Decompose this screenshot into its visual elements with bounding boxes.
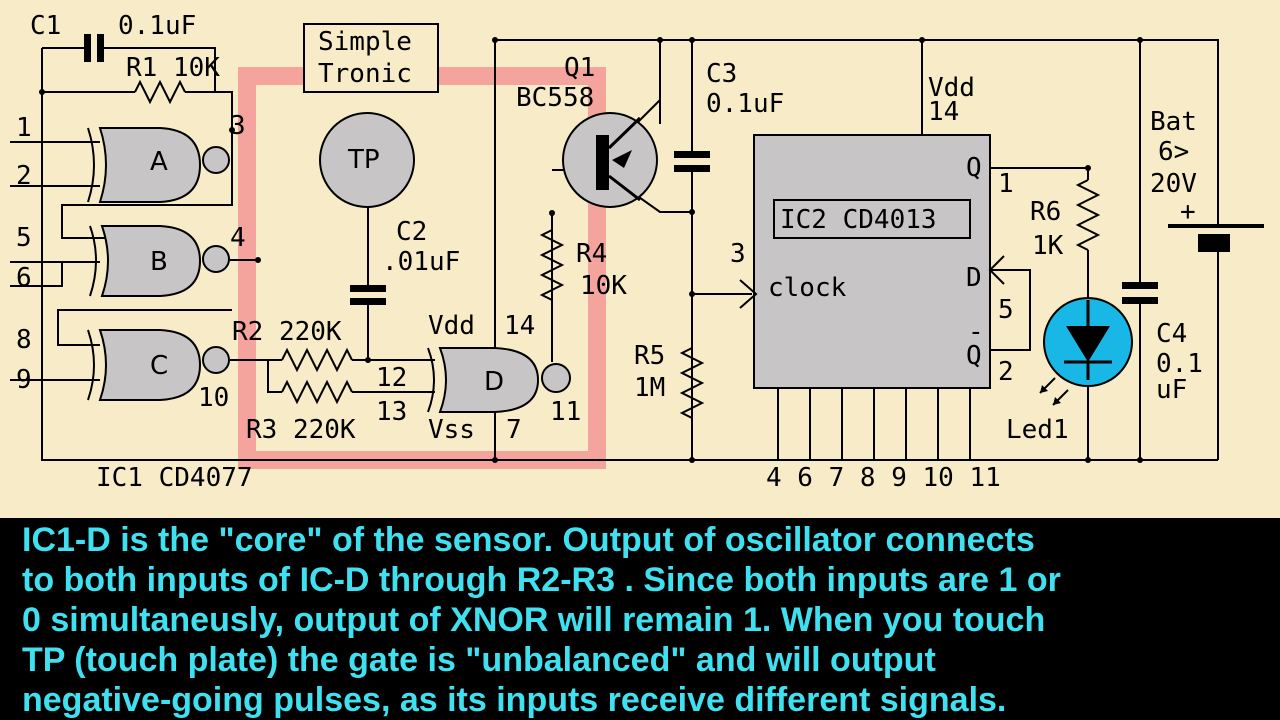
r3-resistor	[281, 379, 353, 405]
label-c1-value: 0.1uF	[118, 11, 196, 41]
label-c4-value-2: uF	[1156, 375, 1187, 405]
label-q1-part: BC558	[516, 83, 594, 113]
caption-line: TP (touch plate) the gate is "unbalanced…	[22, 641, 936, 679]
label-pin-11: 11	[550, 397, 581, 427]
label-qbar-bar: -	[968, 317, 984, 347]
q1-transistor	[562, 112, 658, 208]
label-r4: R4	[576, 239, 607, 269]
label-bat-range-2: 20V	[1150, 169, 1197, 199]
label-clock: clock	[768, 273, 847, 303]
wiring	[10, 39, 1230, 461]
label-gate-d: D	[484, 367, 504, 397]
r2-resistor	[281, 347, 353, 373]
label-clock-pin: 3	[730, 239, 746, 269]
clock-arrow	[739, 279, 758, 309]
label-pin-10: 10	[198, 383, 229, 413]
gate-b	[89, 225, 230, 297]
label-gate-a: A	[150, 147, 168, 177]
led1	[1039, 297, 1133, 406]
label-pin-9: 9	[16, 365, 32, 395]
label-tp: TP	[347, 145, 380, 175]
r1-resistor	[134, 79, 186, 105]
label-ic2-bottom-pins: 4 6 7 8 9 10 11	[766, 463, 1001, 493]
label-pin-4: 4	[230, 223, 246, 253]
label-d-pin: 5	[998, 295, 1014, 325]
caption-line: 0 simultaneusly, output of XNOR will rem…	[22, 601, 1046, 639]
label-pin-5: 5	[16, 223, 32, 253]
label-pin-1: 1	[16, 113, 32, 143]
label-vss-ic1-pin: 7	[506, 415, 522, 445]
label-c3-value: 0.1uF	[706, 89, 784, 119]
battery	[1168, 224, 1264, 252]
label-led1: Led1	[1006, 415, 1069, 445]
label-vdd-ic2-pin: 14	[928, 97, 959, 127]
label-pin-2: 2	[16, 161, 32, 191]
brand-line-2: Tronic	[318, 59, 412, 89]
label-r3: R3 220K	[246, 415, 356, 445]
label-c3: C3	[706, 59, 737, 89]
brand-line-1: Simple	[318, 27, 412, 57]
label-gate-c: C	[150, 351, 168, 381]
caption-line: IC1-D is the "core" of the sensor. Outpu…	[22, 521, 1035, 559]
label-r2: R2 220K	[232, 317, 342, 347]
label-r5: R5	[634, 341, 665, 371]
junctions	[39, 37, 1143, 463]
label-vdd-ic1-pin: 14	[504, 311, 535, 341]
label-q1: Q1	[564, 53, 595, 83]
label-c2: C2	[396, 217, 427, 247]
d-arrow	[988, 255, 1005, 285]
r4-resistor	[539, 229, 565, 301]
label-r4-value: 10K	[580, 271, 627, 301]
label-r6: R6	[1030, 197, 1061, 227]
label-bat: Bat	[1150, 107, 1197, 137]
c1-capacitor	[84, 34, 104, 62]
label-pin-3: 3	[230, 111, 246, 141]
label-q-out: Q	[966, 153, 982, 183]
label-ic1: IC1 CD4077	[96, 463, 253, 493]
circuit-schematic: C1 0.1uF R1 10K Simple Tronic Q1 BC558 C…	[0, 0, 1280, 518]
label-r6-value: 1K	[1032, 231, 1064, 261]
label-c2-value: .01uF	[382, 247, 460, 277]
touch-plate	[319, 112, 415, 208]
label-r5-value: 1M	[634, 373, 665, 403]
label-pin-6: 6	[16, 263, 32, 293]
caption-line: to both inputs of IC-D through R2-R3 . S…	[22, 561, 1061, 599]
label-vss-ic1: Vss	[428, 415, 475, 445]
label-pin-13: 13	[376, 397, 407, 427]
ic2-body	[753, 134, 991, 389]
caption-line: negative-going pulses, as its inputs rec…	[22, 681, 1007, 719]
r6-resistor	[1075, 179, 1101, 251]
r5-resistor	[679, 347, 705, 419]
label-c4: C4	[1156, 319, 1187, 349]
label-r1: R1 10K	[126, 53, 220, 83]
label-c4-value-1: 0.1	[1156, 349, 1203, 379]
label-vdd-ic1: Vdd	[428, 311, 475, 341]
label-bat-plus: +	[1180, 197, 1196, 227]
label-qbar: Q	[966, 341, 982, 371]
gate-c	[87, 329, 230, 401]
label-vdd-ic2: Vdd	[928, 73, 975, 103]
label-ic2: IC2 CD4013	[780, 205, 937, 235]
c4-capacitor	[1122, 282, 1158, 304]
brand-box	[303, 23, 439, 93]
caption-text: IC1-D is the "core" of the sensor. Outpu…	[0, 518, 1280, 720]
gate-d	[427, 347, 571, 413]
label-q-out-pin: 1	[998, 169, 1014, 199]
label-bat-range-1: 6>	[1158, 137, 1189, 167]
c3-capacitor	[674, 151, 710, 172]
label-c1: C1	[30, 11, 61, 41]
label-qbar-pin: 2	[998, 357, 1014, 387]
label-pin-12: 12	[376, 363, 407, 393]
label-pin-8: 8	[16, 325, 32, 355]
c2-capacitor	[350, 285, 386, 305]
gate-a	[87, 127, 230, 203]
label-gate-b: B	[150, 247, 168, 277]
label-d-in: D	[966, 263, 982, 293]
ic2-label-box	[773, 199, 971, 239]
